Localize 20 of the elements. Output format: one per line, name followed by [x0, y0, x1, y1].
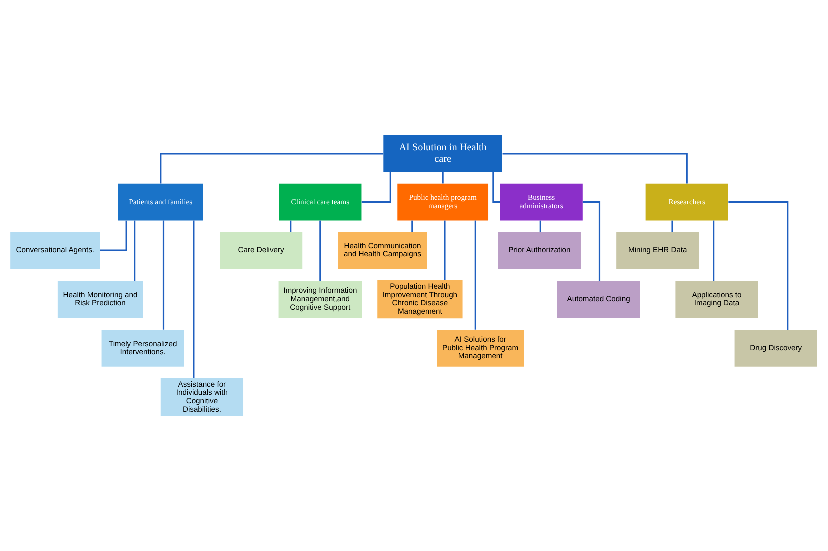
connector	[582, 200, 601, 280]
connector	[728, 200, 789, 330]
connector	[540, 220, 542, 232]
connector	[193, 220, 195, 378]
connector	[320, 220, 322, 281]
connector	[412, 220, 414, 232]
connector	[442, 172, 444, 184]
connector	[672, 220, 674, 232]
connector	[134, 220, 136, 281]
connector	[713, 220, 715, 281]
connector	[474, 220, 476, 330]
connector	[444, 220, 446, 280]
connector	[492, 172, 500, 203]
connector	[290, 220, 292, 232]
connector	[100, 220, 128, 251]
connector	[362, 172, 392, 203]
connector	[162, 220, 165, 330]
connector	[160, 152, 384, 184]
connector	[502, 152, 688, 184]
node-box: AI Solution in Health care	[384, 135, 502, 172]
